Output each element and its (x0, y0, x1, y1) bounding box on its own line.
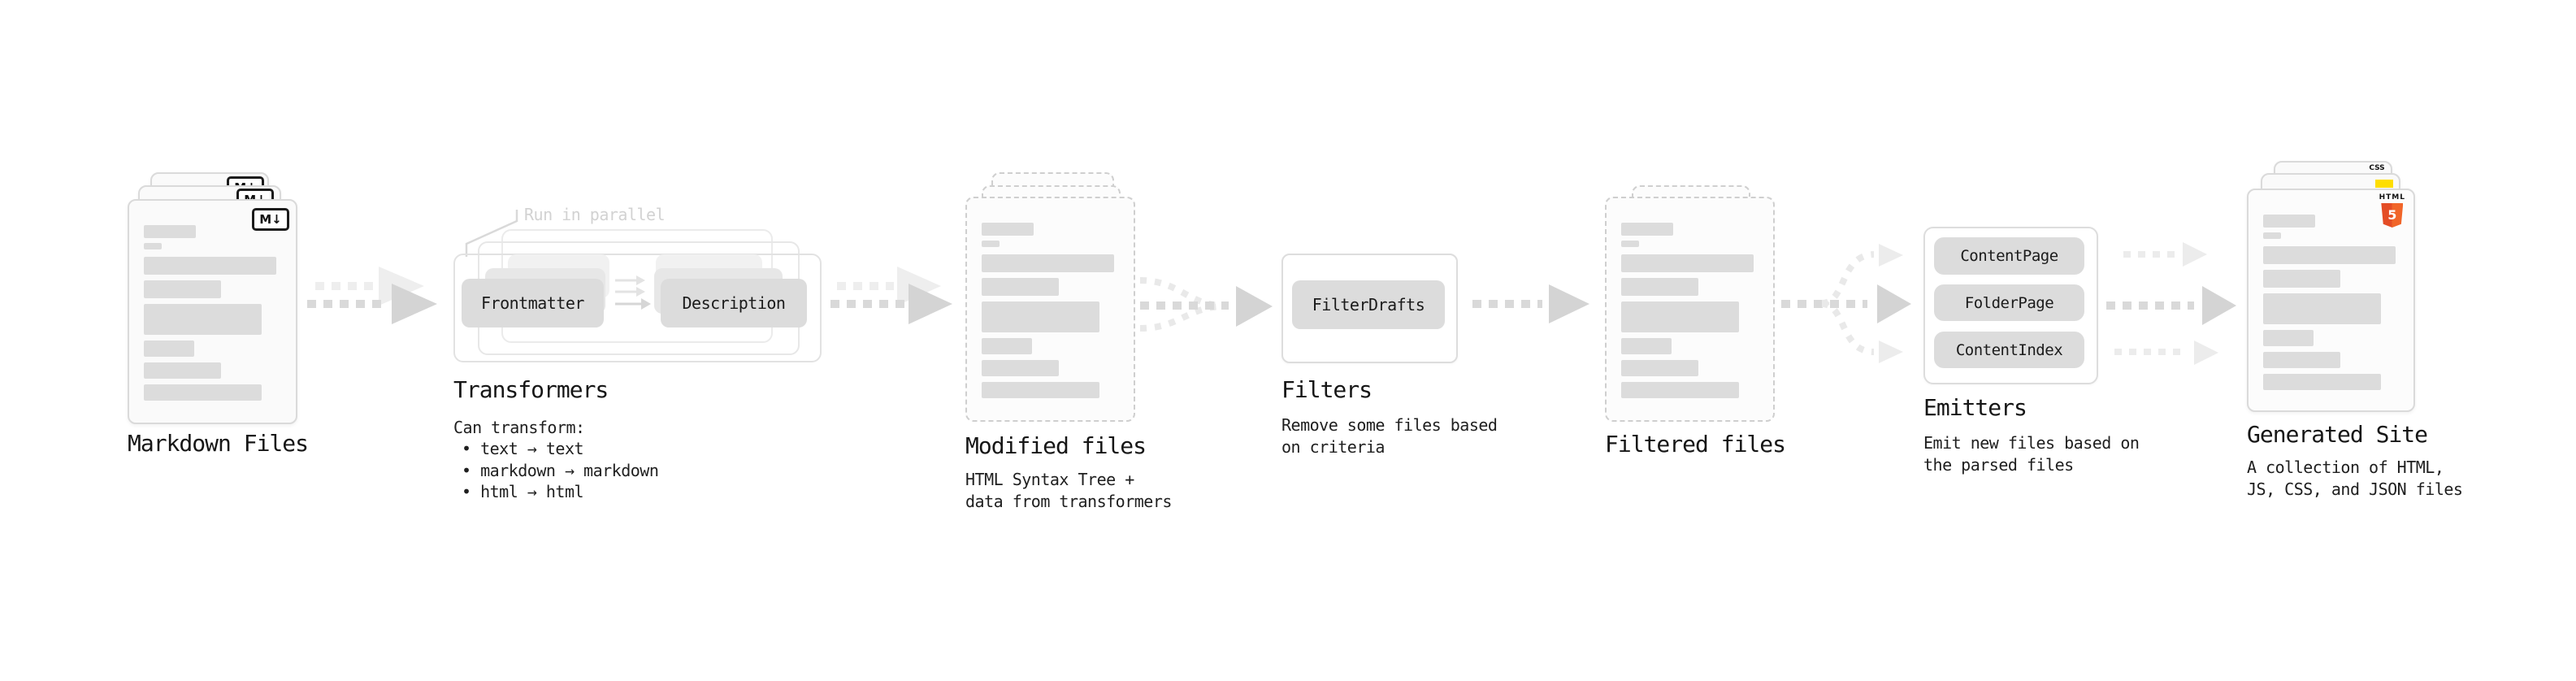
text-bar (144, 243, 162, 249)
text-bar (982, 278, 1059, 296)
transformers-bullet: • html → html (462, 482, 584, 501)
text-bar (144, 362, 221, 379)
transformer-chip-arrows (615, 275, 651, 310)
text-bar (144, 225, 196, 238)
text-bar (1621, 241, 1639, 247)
stage-modified-files: Modified files HTML Syntax Tree + data f… (965, 161, 1209, 527)
generated-file-card-front: HTML 5 (2247, 189, 2415, 412)
text-bar (2263, 215, 2315, 228)
stage-markdown-files: M↓ M↓ M↓ Markdown Files (128, 161, 371, 486)
filtered-file-card-front (1605, 197, 1775, 422)
text-bar (1621, 223, 1673, 236)
filter-drafts-chip: FilterDrafts (1292, 280, 1445, 329)
text-bar (144, 257, 276, 275)
emitters-title: Emitters (1923, 394, 2027, 421)
text-bar (144, 340, 194, 357)
stage-generated-site: CSS HTML 5 Generated Site A collection o… (2247, 161, 2491, 527)
filters-title: Filters (1281, 376, 1373, 403)
text-bar (982, 360, 1059, 376)
stage-emitters: ContentPage FolderPage ContentIndex Emit… (1923, 227, 2167, 495)
arrow-filters-to-filtered (1472, 284, 1589, 323)
text-bar (1621, 278, 1698, 296)
text-bar (982, 382, 1099, 398)
text-bar (1621, 254, 1754, 272)
modified-files-title: Modified files (965, 432, 1147, 459)
js-icon (2375, 180, 2393, 188)
frontmatter-chip: Frontmatter (462, 279, 604, 327)
transformers-bullet: • markdown → markdown (462, 461, 659, 480)
text-bar (2263, 330, 2314, 346)
text-bar (982, 254, 1114, 272)
filtered-files-title: Filtered files (1605, 431, 1786, 458)
stage-filters: FilterDrafts Filters Remove some files b… (1281, 254, 1525, 497)
text-bar (982, 338, 1032, 354)
markdown-file-card-front: M↓ (128, 199, 297, 424)
modified-files-caption: HTML Syntax Tree + data from transformer… (965, 470, 1172, 511)
html5-icon: HTML 5 (2379, 194, 2405, 228)
emitters-caption: Emit new files based on the parsed files (1923, 433, 2140, 475)
stage-transformers: Run in parallel Frontmatter Description … (453, 205, 835, 530)
text-bar (1621, 338, 1672, 354)
text-bar (1621, 301, 1739, 332)
markdown-files-title: Markdown Files (128, 430, 309, 457)
content-index-chip: ContentIndex (1934, 332, 2084, 368)
content-page-chip: ContentPage (1934, 237, 2084, 275)
text-bar (1621, 360, 1698, 376)
text-bar (982, 301, 1099, 332)
description-chip: Description (661, 279, 807, 327)
transformers-caption: Can transform: (453, 418, 585, 437)
arrow-markdown-to-transformers (307, 267, 437, 324)
generated-site-caption: A collection of HTML, JS, CSS, and JSON … (2247, 458, 2463, 499)
arrow-filtered-to-emitters (1781, 244, 1911, 363)
text-bar (982, 223, 1034, 236)
arrow-modified-to-filters (1139, 277, 1273, 332)
transformer-layer-front (453, 254, 822, 362)
modified-file-card-front (965, 197, 1135, 422)
text-bar (2263, 246, 2396, 264)
stage-filtered-files: Filtered files (1605, 174, 1849, 499)
transformers-bullet: • text → text (462, 439, 584, 458)
run-in-parallel-leader-line (465, 210, 518, 257)
text-bar (2263, 293, 2381, 324)
folder-page-chip: FolderPage (1934, 284, 2084, 321)
text-bar (2263, 352, 2340, 368)
text-bar (2263, 374, 2381, 390)
transformers-title: Transformers (453, 376, 609, 403)
text-bar (2263, 270, 2340, 288)
text-bar (1621, 382, 1739, 398)
text-bar (144, 304, 262, 335)
text-bar (144, 280, 221, 298)
arrow-emitters-to-generated (2106, 242, 2236, 365)
generated-site-title: Generated Site (2247, 421, 2428, 448)
text-bar (144, 384, 262, 401)
arrow-transformers-to-modified (830, 267, 952, 324)
run-in-parallel-label: Run in parallel (524, 205, 666, 224)
text-bar (982, 241, 1000, 247)
filters-caption: Remove some files based on criteria (1281, 415, 1498, 457)
text-bar (2263, 232, 2281, 239)
markdown-icon: M↓ (252, 208, 289, 231)
